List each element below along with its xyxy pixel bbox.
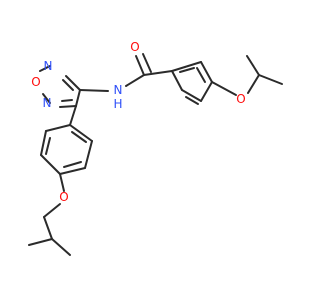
bond-rb-3 [200, 81, 213, 102]
bond-carbonyl-o-1 [135, 55, 145, 76]
bond-nh-carbonyl [125, 74, 145, 87]
molecule-structure-diagram: N O N N H O O O [28, 40, 283, 256]
bond-ring-n-o [39, 65, 51, 72]
bond-lb-5 [84, 140, 93, 169]
bond-ring-o-right [211, 81, 237, 96]
bond-lb-inner-3 [71, 131, 87, 143]
bond-ring-c3-c4 [75, 89, 81, 107]
bond-ch-me1-left [28, 238, 53, 246]
bond-ring-c4-n [65, 75, 81, 91]
atom-ring-n1: N [44, 59, 53, 73]
bond-lb-3 [40, 154, 61, 175]
bond-ch-me2-left [51, 238, 71, 256]
bond-ring-o-left [59, 173, 65, 192]
bond-rb-5 [171, 61, 202, 72]
bond-c4-nh [79, 89, 109, 92]
bond-ring-o-n [42, 93, 51, 104]
bond-rb-1 [171, 70, 183, 91]
bond-ring-n-c3 [59, 105, 77, 108]
atom-labels: N O N N H O O O [31, 40, 245, 204]
bond-ch-me2-right [246, 55, 260, 76]
bond-lb-2 [40, 130, 47, 156]
atom-ring-n2: N [43, 96, 52, 110]
bond-ch-me1-right [258, 74, 283, 85]
atom-amide-h: H [113, 97, 122, 111]
bond-ring-inner-1 [62, 79, 74, 91]
bond-lb-4 [59, 167, 86, 175]
atom-amide-n: N [114, 83, 123, 97]
bond-rb-inner-1 [185, 96, 199, 105]
bond-rb-inner-3 [179, 67, 195, 73]
bond-lb-inner-2 [63, 161, 82, 168]
bond-ch2-ch-left [43, 216, 53, 240]
bond-carbonyl-ring [143, 70, 173, 76]
bond-rb-4 [200, 61, 213, 83]
structure-svg: N O N N H O O O [28, 40, 283, 256]
bond-lb-6 [69, 124, 93, 142]
atom-carbonyl-o: O [130, 40, 139, 54]
bonds [28, 53, 283, 256]
bond-rb-2 [181, 89, 202, 102]
bond-lb-1 [45, 124, 71, 132]
bond-ring-inner-2 [61, 99, 73, 102]
bond-lb-inner-1 [45, 137, 51, 155]
atom-ring-o: O [31, 75, 40, 89]
bond-o-ch2-left [43, 203, 61, 218]
bond-o-ch-right [247, 74, 260, 94]
atom-ether-o-left: O [59, 190, 68, 204]
bond-rb-inner-2 [196, 67, 206, 83]
bond-c3-ring [69, 105, 77, 126]
bond-carbonyl-o-2 [142, 53, 152, 73]
atom-ether-o-right: O [236, 92, 245, 106]
